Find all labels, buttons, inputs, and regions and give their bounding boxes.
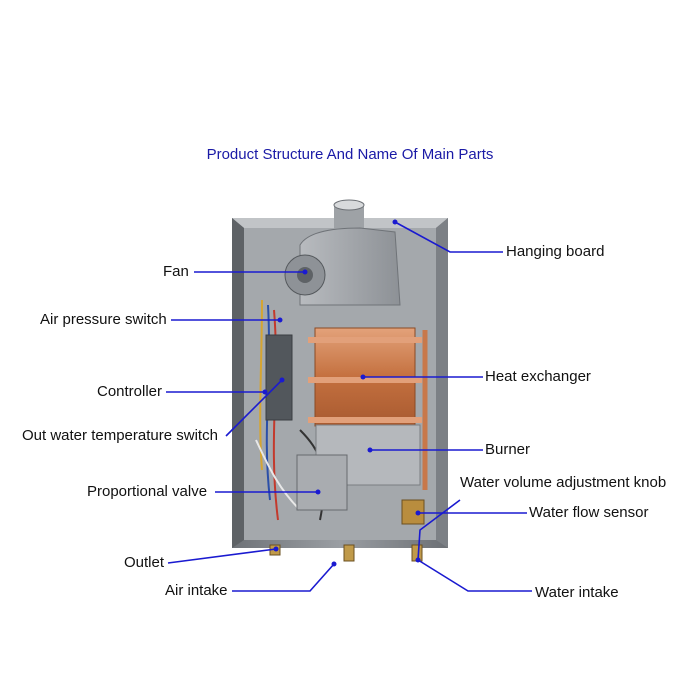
label-water-flow-sensor: Water flow sensor bbox=[529, 504, 649, 521]
label-fan: Fan bbox=[163, 263, 189, 280]
label-controller: Controller bbox=[97, 383, 163, 400]
label-out-water-temperature-switch: Out water temperature switch bbox=[22, 427, 218, 444]
controller-box bbox=[265, 334, 293, 421]
label-heat-exchanger: Heat exchanger bbox=[485, 368, 591, 385]
water-flow-sensor-body bbox=[401, 499, 425, 525]
fan-housing bbox=[284, 227, 401, 306]
label-hanging-board: Hanging board bbox=[506, 243, 605, 260]
label-air-intake: Air intake bbox=[165, 582, 228, 599]
label-air-pressure-switch: Air pressure switch bbox=[40, 311, 167, 328]
proportional-valve-block bbox=[296, 454, 348, 511]
diagram-title: Product Structure And Name Of Main Parts bbox=[206, 146, 494, 163]
leader-dots bbox=[262, 219, 421, 567]
label-outlet: Outlet bbox=[124, 554, 165, 571]
label-proportional-valve: Proportional valve bbox=[87, 483, 208, 500]
label-burner: Burner bbox=[485, 441, 531, 458]
label-water-intake: Water intake bbox=[535, 584, 619, 601]
leader-lines bbox=[166, 221, 532, 592]
label-water-volume-adjustment-knob: Water volume adjustment knob bbox=[460, 474, 667, 491]
